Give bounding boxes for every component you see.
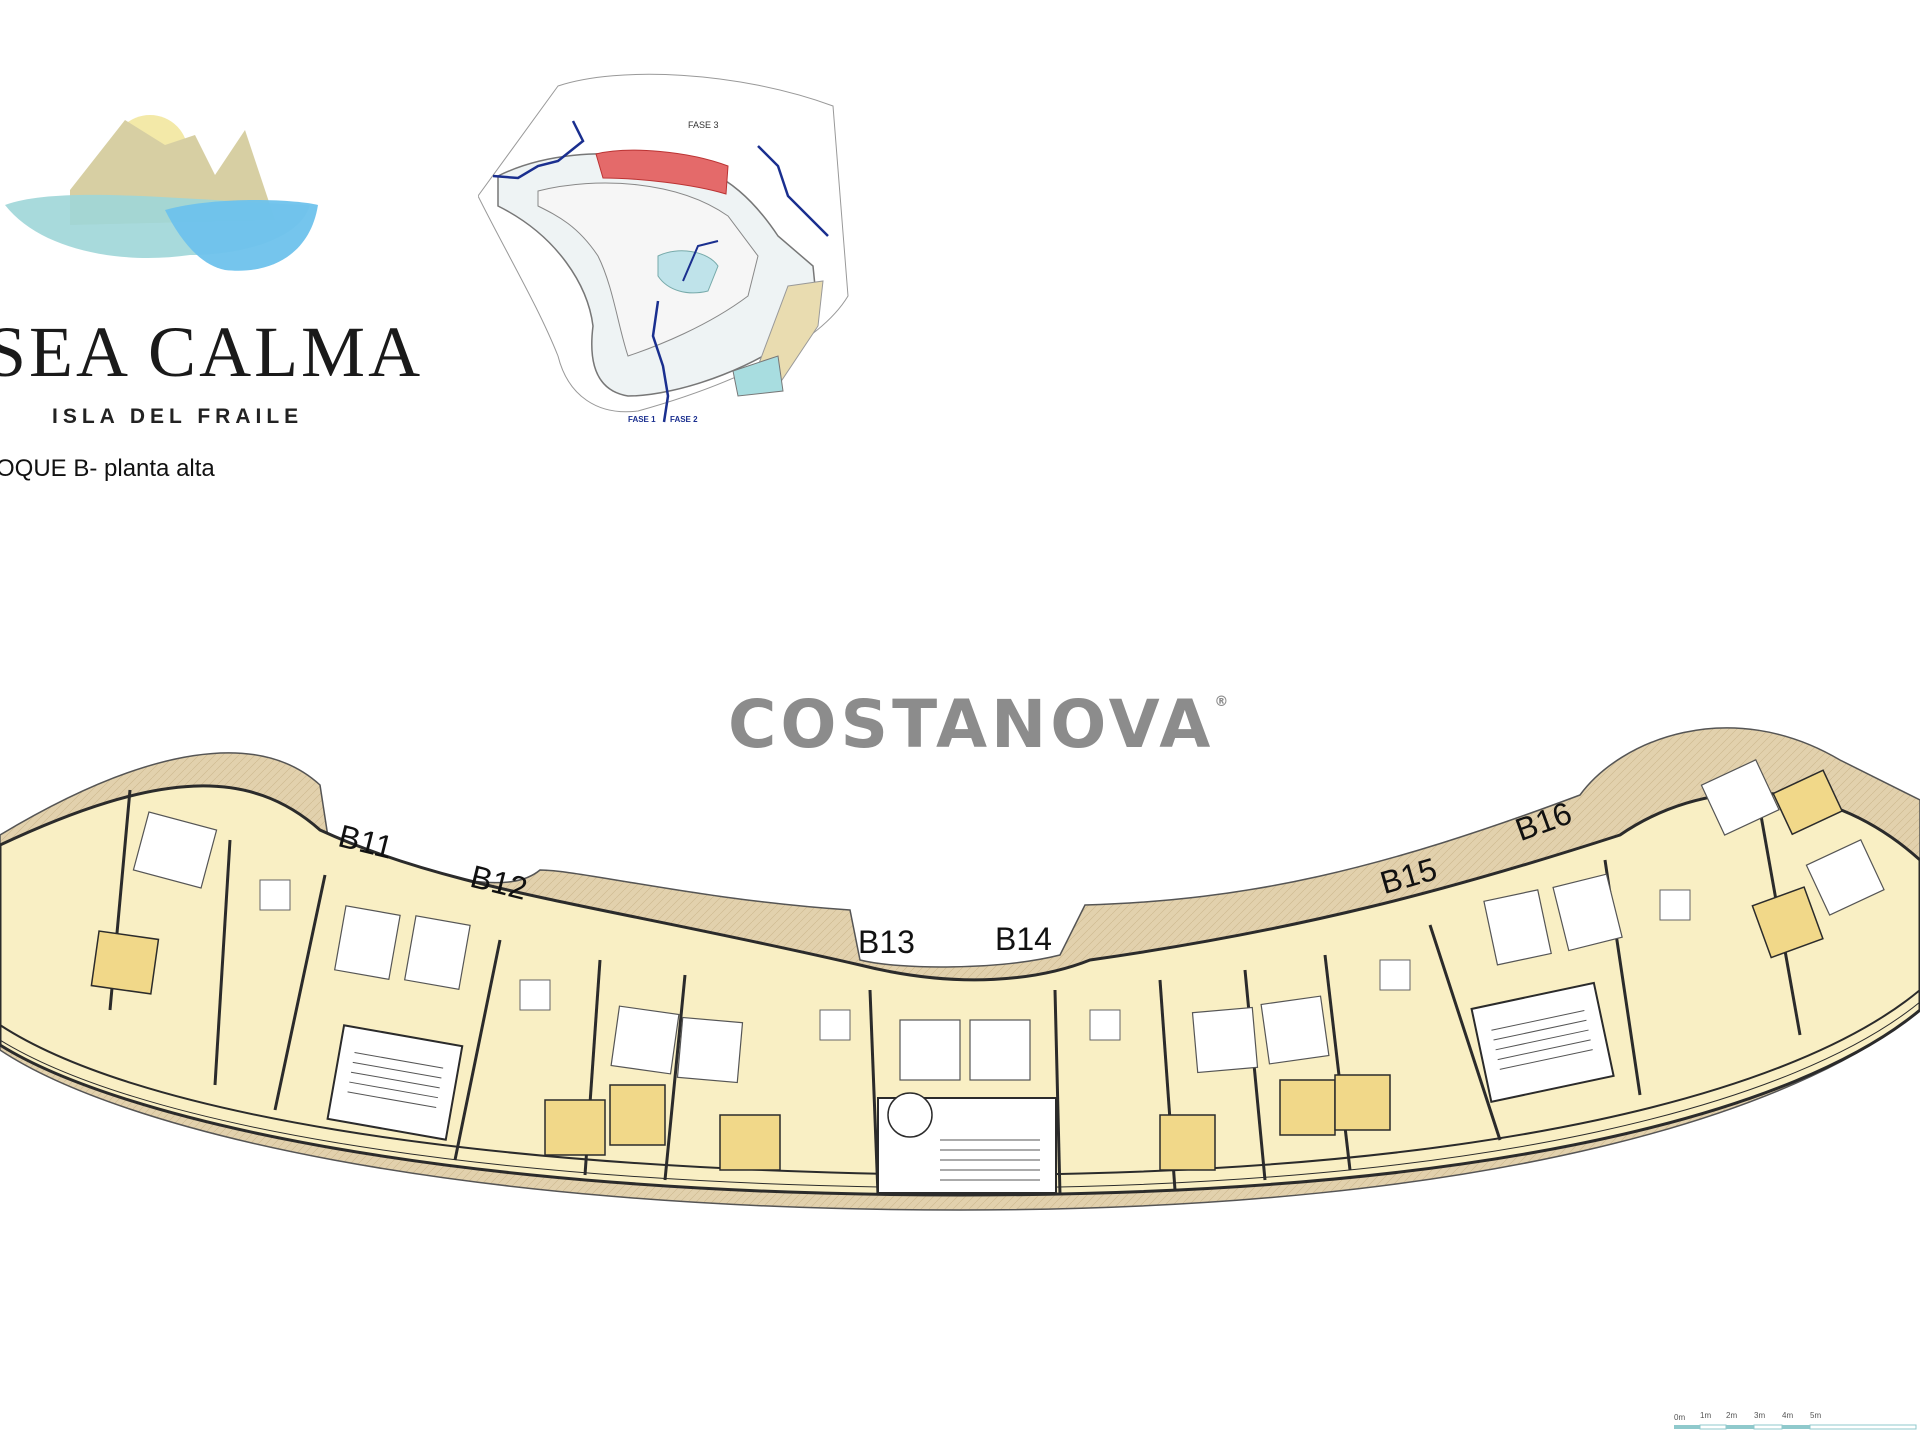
stair-core-center bbox=[877, 1092, 1057, 1194]
scale-tick-0m: 0m bbox=[1674, 1413, 1685, 1422]
brand-subtitle: ISLA DEL FRAILE bbox=[52, 405, 304, 428]
site-label-fase-2: FASE 2 bbox=[670, 415, 698, 424]
sea-calma-logo-icon bbox=[5, 115, 318, 271]
costanova-watermark: COSTANOVA® bbox=[728, 686, 1228, 763]
site-key-map: FASE 3 FASE 1 FASE 2 bbox=[478, 73, 849, 424]
building-body bbox=[0, 784, 1920, 1197]
registered-mark-icon: ® bbox=[1214, 694, 1229, 710]
site-label-fase-3: FASE 3 bbox=[688, 120, 719, 130]
scale-tick-5m: 5m bbox=[1810, 1411, 1821, 1420]
plan-caption: OQUE B- planta alta bbox=[0, 455, 215, 482]
scale-tick-4m: 4m bbox=[1782, 1411, 1793, 1420]
unit-label-b13: B13 bbox=[858, 924, 915, 960]
scale-bar: 0m 1m 2m 3m 4m 5m bbox=[1674, 1411, 1917, 1430]
brand-title: SEA CALMA bbox=[0, 312, 424, 392]
scale-tick-1m: 1m bbox=[1700, 1411, 1711, 1420]
scale-tick-3m: 3m bbox=[1754, 1411, 1765, 1420]
scale-tick-2m: 2m bbox=[1726, 1411, 1737, 1420]
site-label-fase-1: FASE 1 bbox=[628, 415, 656, 424]
stair-core-left bbox=[326, 1024, 464, 1141]
stair-core-right bbox=[1470, 981, 1615, 1104]
watermark-text: COSTANOVA bbox=[728, 686, 1215, 763]
unit-label-b14: B14 bbox=[995, 921, 1052, 957]
floor-plan-bloque-b: B11 B12 B13 B14 B15 B16 bbox=[0, 727, 1920, 1211]
